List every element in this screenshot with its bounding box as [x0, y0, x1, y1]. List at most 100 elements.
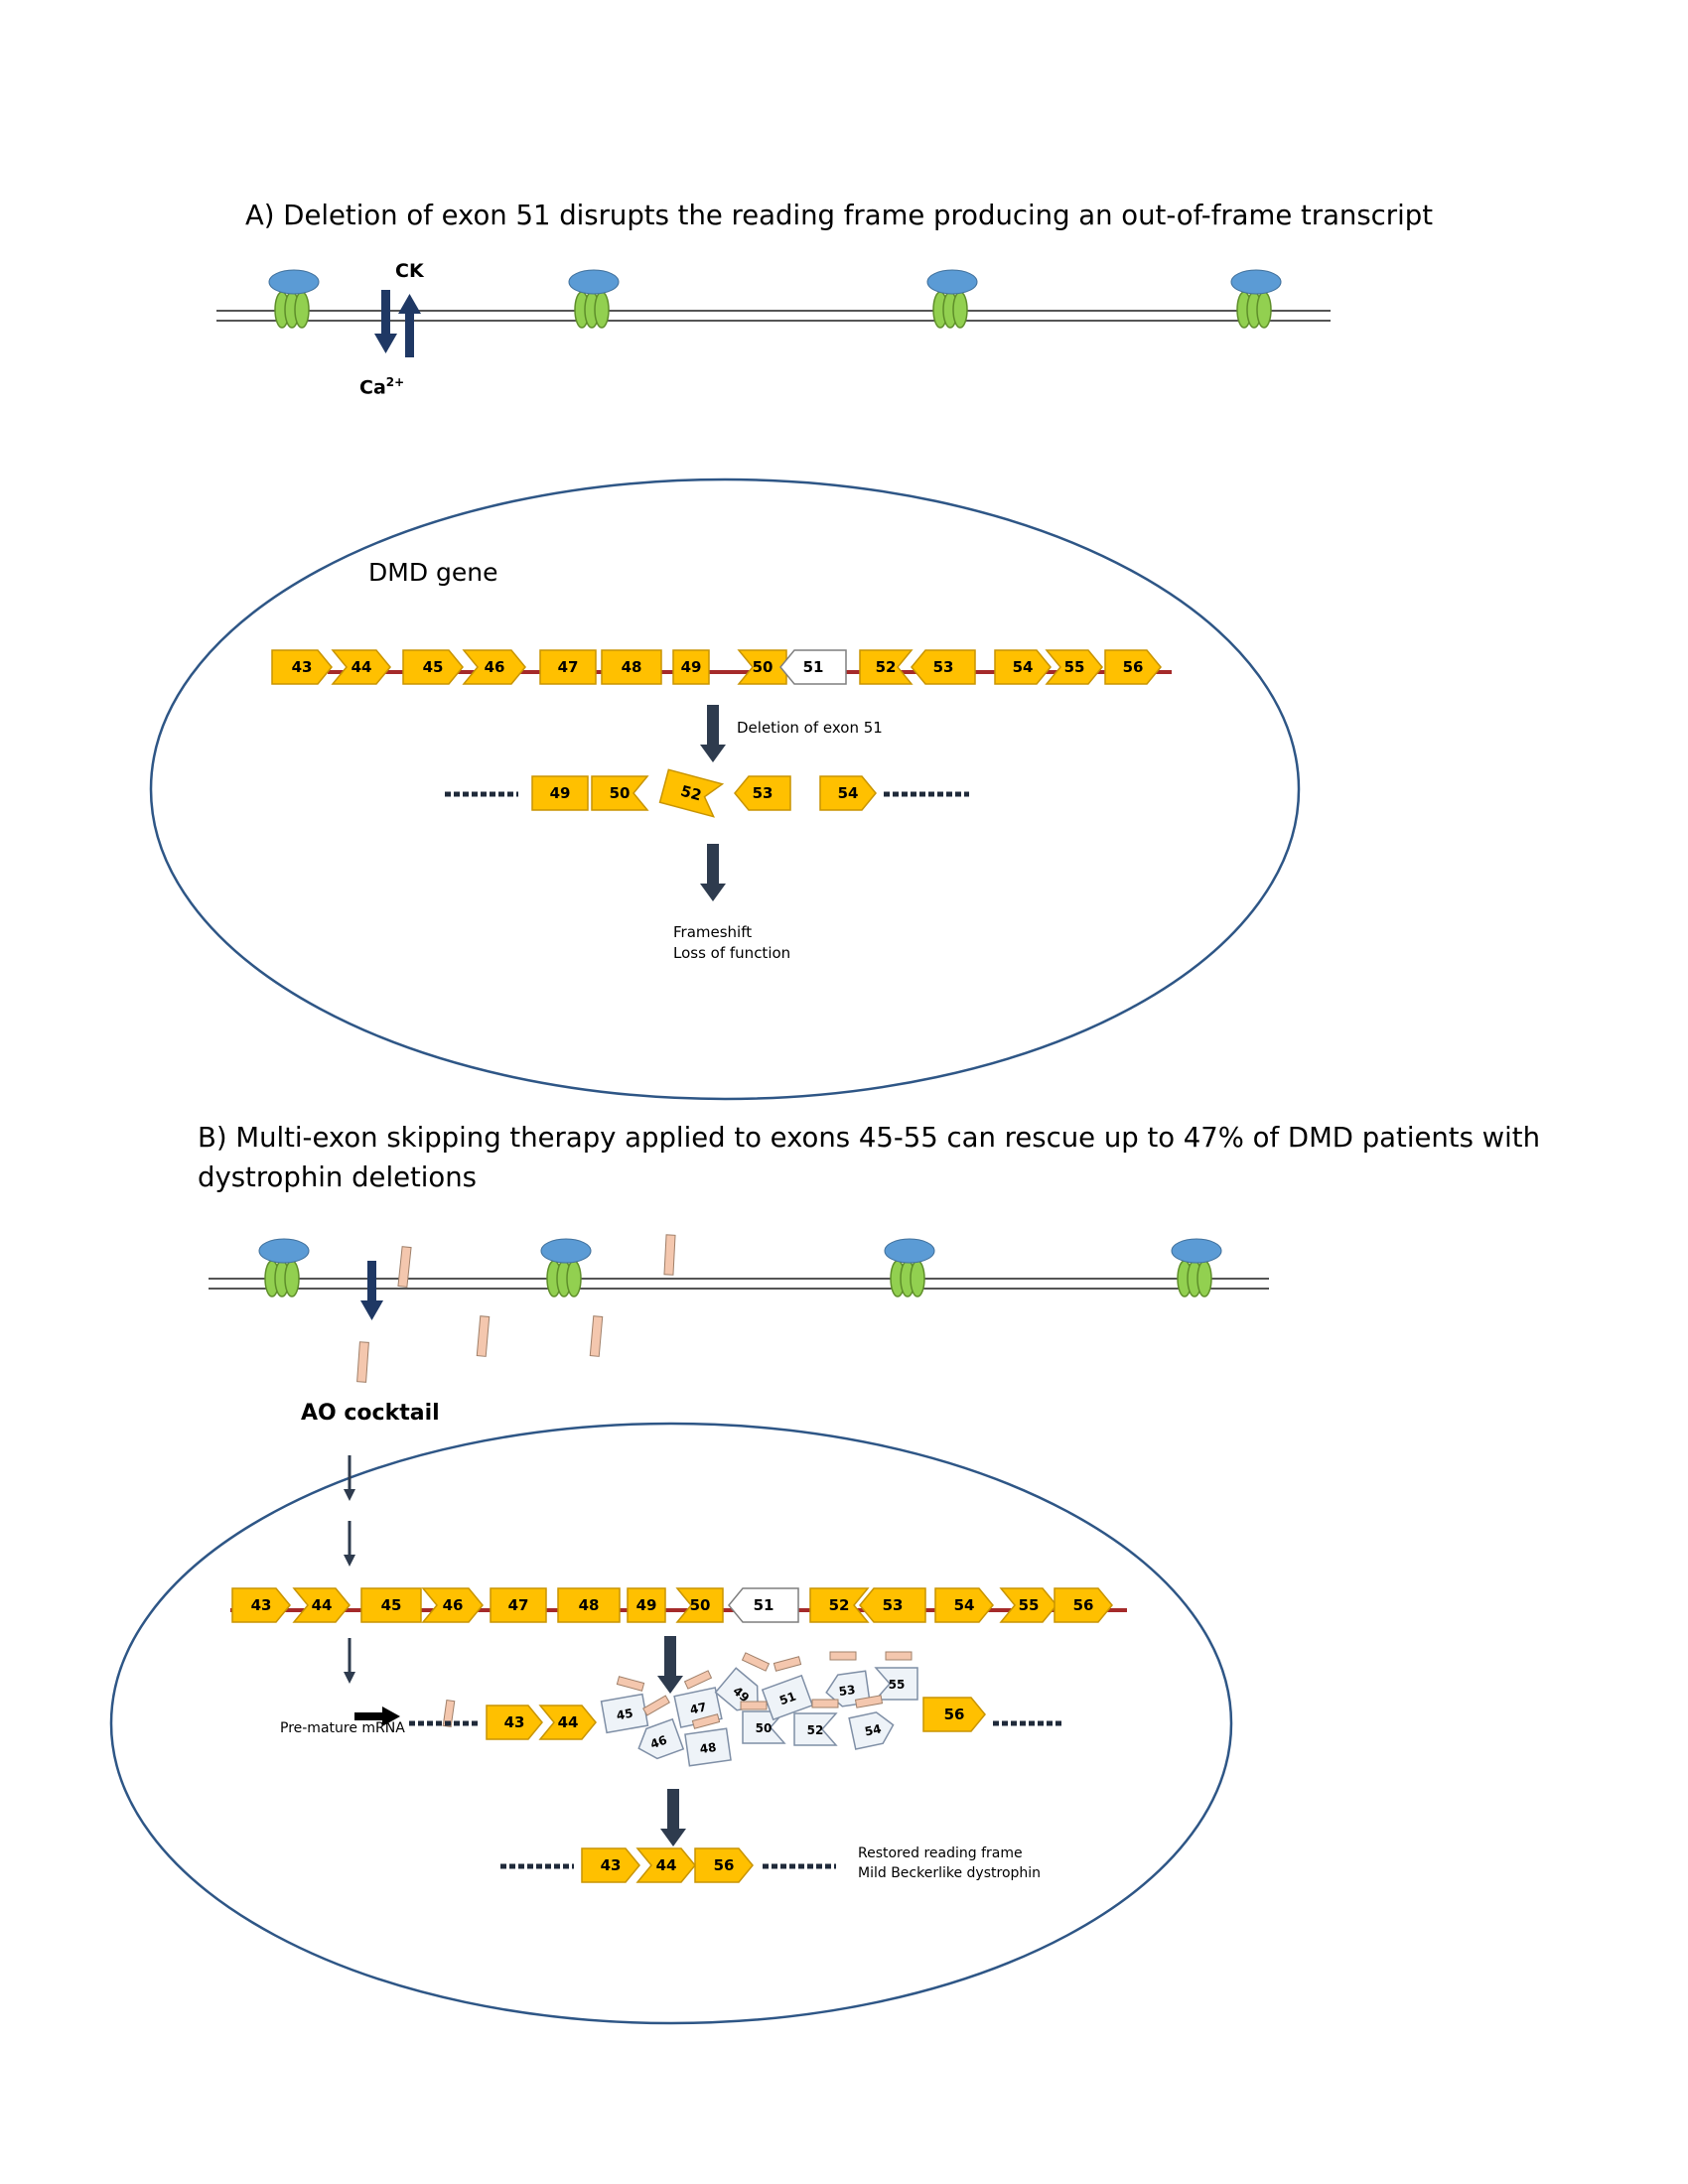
exon-44: 44 — [635, 1847, 696, 1883]
exon-label: 50 — [753, 658, 774, 676]
down-arrow-icon — [342, 1636, 357, 1686]
exon-49: 49 — [672, 649, 710, 685]
membrane-protein-icon — [568, 269, 620, 329]
exon-label: 48 — [699, 1740, 717, 1756]
exon-45: 45 — [360, 1587, 422, 1623]
exon-label: 46 — [648, 1733, 668, 1752]
exon-48: 48 — [601, 649, 662, 685]
exon-label: 54 — [1013, 658, 1034, 676]
frameshift-label: Frameshift — [673, 923, 753, 941]
ao-oligo-icon — [741, 1652, 771, 1672]
ao-down-arrow-icon — [360, 1261, 383, 1320]
deletion-label: Deletion of exon 51 — [737, 719, 883, 737]
ao-oligo-icon — [854, 1695, 884, 1708]
ao-oligo-icon — [829, 1651, 857, 1661]
panel-a-cell-outline — [149, 478, 1301, 1101]
down-arrow-icon — [700, 705, 726, 762]
exon-43: 43 — [581, 1847, 640, 1883]
exon-label: 51 — [803, 658, 824, 676]
panel-b-membrane — [209, 1278, 1269, 1290]
exon-label: 56 — [1123, 658, 1144, 676]
exon-label: 47 — [558, 658, 579, 676]
exon-53: 53 — [911, 649, 976, 685]
gene-label: DMD gene — [368, 558, 498, 587]
exon-46: 46 — [637, 1717, 685, 1760]
exon-label: 55 — [1019, 1596, 1040, 1614]
exon-55: 55 — [1045, 649, 1103, 685]
exon-label: 56 — [1073, 1596, 1094, 1614]
exon-54: 54 — [819, 775, 877, 811]
ao-oligo-icon — [691, 1713, 721, 1729]
exon-45: 45 — [600, 1693, 649, 1734]
exon-label: 49 — [681, 658, 702, 676]
ao-oligo-group — [356, 1234, 676, 1383]
ck-efflux-up-arrow-icon — [398, 294, 421, 357]
exon-56: 56 — [694, 1847, 754, 1883]
ao-cocktail-label: AO cocktail — [301, 1401, 440, 1426]
exon-49: 49 — [627, 1587, 666, 1623]
exon-53: 53 — [859, 1587, 926, 1623]
exon-52: 52 — [658, 768, 725, 818]
ca-label: Ca2+ — [359, 375, 404, 398]
ca-text: Ca — [359, 376, 386, 399]
exon-label: 53 — [838, 1683, 856, 1699]
exon-label: 45 — [616, 1706, 634, 1723]
exon-label: 51 — [777, 1690, 797, 1708]
membrane-protein-icon — [268, 269, 320, 329]
exon-label: 52 — [807, 1723, 824, 1737]
exon-55: 55 — [874, 1667, 918, 1701]
ao-oligo-icon — [683, 1670, 713, 1690]
exon-label: 44 — [312, 1596, 333, 1614]
exon-label: 48 — [622, 658, 642, 676]
exon-label: 49 — [636, 1596, 657, 1614]
exon-label: 55 — [889, 1678, 906, 1692]
exon-56: 56 — [1054, 1587, 1113, 1623]
exon-label: 44 — [656, 1856, 677, 1874]
down-arrow-icon — [660, 1789, 686, 1846]
ao-oligo-icon — [442, 1700, 456, 1727]
beckerlike-label: Mild Beckerlike dystrophin — [858, 1865, 1042, 1881]
exon-50: 50 — [675, 1587, 724, 1623]
exon-54: 54 — [934, 1587, 994, 1623]
exon-44: 44 — [292, 1587, 351, 1623]
exon-label: 56 — [944, 1706, 965, 1723]
exon-label: 44 — [352, 658, 372, 676]
exon-46: 46 — [462, 649, 526, 685]
ao-oligo-icon — [811, 1699, 839, 1708]
exon-label: 56 — [714, 1856, 735, 1874]
exon-label: 46 — [485, 658, 505, 676]
panel-b-cell-outline — [109, 1422, 1233, 2025]
exon-55: 55 — [999, 1587, 1057, 1623]
membrane-protein-icon — [926, 269, 978, 329]
exon-label: 53 — [933, 658, 954, 676]
exon-50: 50 — [591, 775, 649, 811]
exon-label: 43 — [292, 658, 313, 676]
exon-label: 50 — [690, 1596, 711, 1614]
exon-label: 43 — [601, 1856, 622, 1874]
exon-43: 43 — [231, 1587, 291, 1623]
exon-52: 52 — [809, 1587, 870, 1623]
panel-b-heading-line2: dystrophin deletions — [198, 1161, 478, 1193]
exon-label: 52 — [876, 658, 897, 676]
exon-47: 47 — [490, 1587, 547, 1623]
exon-51: 51 — [779, 649, 847, 685]
exon-label: 50 — [610, 784, 631, 802]
exon-label: 54 — [838, 784, 859, 802]
exon-label: 53 — [753, 784, 774, 802]
exon-label: 45 — [381, 1596, 402, 1614]
ao-oligo-icon — [740, 1701, 768, 1710]
exon-46: 46 — [421, 1587, 484, 1623]
right-arrow-icon — [354, 1706, 400, 1726]
exon-52: 52 — [793, 1712, 838, 1746]
down-arrow-icon — [657, 1636, 683, 1694]
exon-51: 51 — [728, 1587, 799, 1623]
exon-label: 53 — [883, 1596, 904, 1614]
restored-mrna: 43 44 56 — [500, 1847, 836, 1883]
ao-oligo-icon — [616, 1676, 645, 1692]
exon-label: 54 — [954, 1596, 975, 1614]
exon-56: 56 — [922, 1697, 986, 1732]
